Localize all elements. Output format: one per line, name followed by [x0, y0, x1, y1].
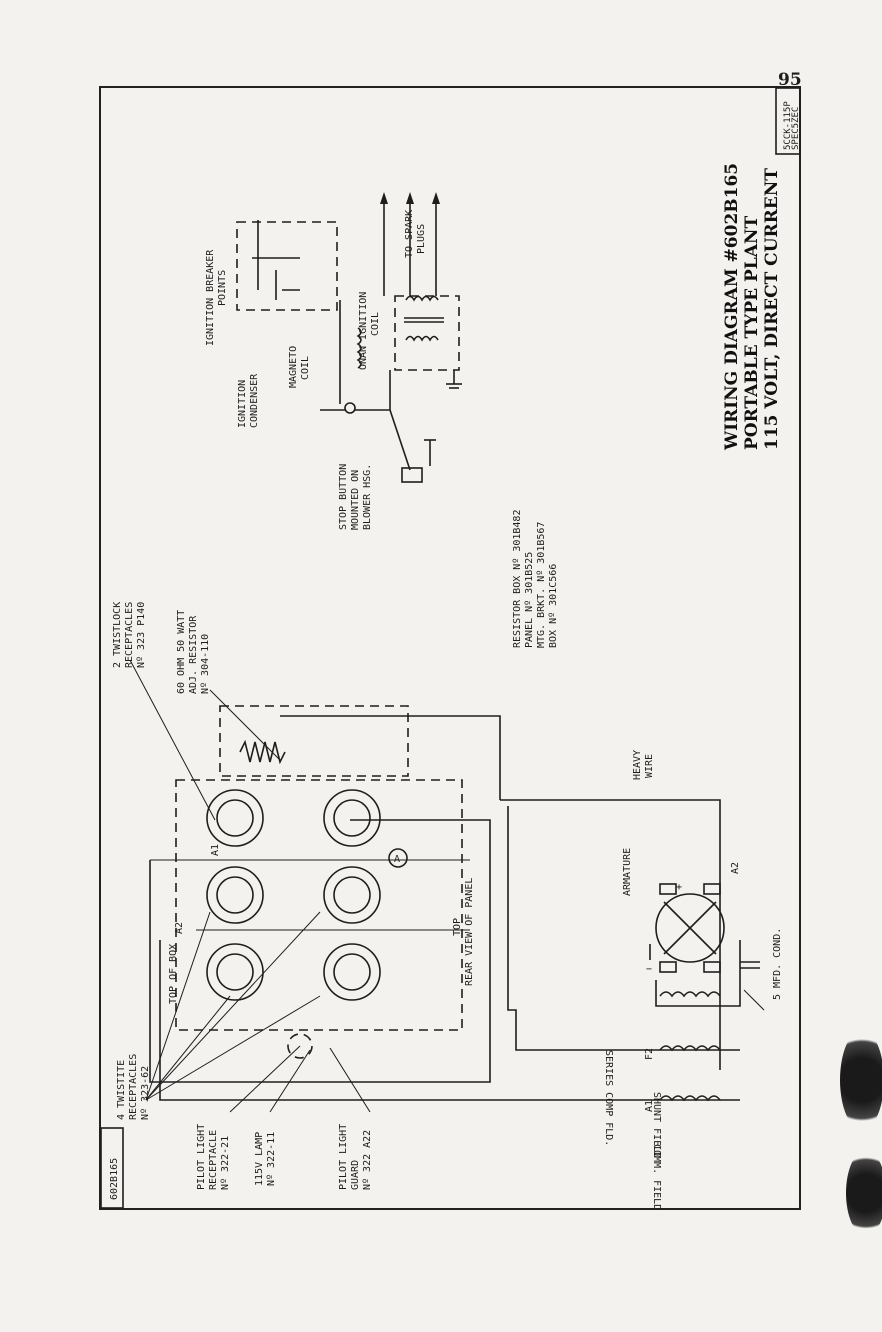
heavy-wire-label: HEAVY [632, 750, 643, 780]
receptacle-panel: A [149, 705, 740, 1101]
svg-text:5CCK-115P: 5CCK-115P [783, 101, 793, 150]
ignition-circuit [236, 192, 462, 483]
comm-field-label: COMM. FIELD [651, 1144, 662, 1210]
svg-text:PANEL Nº 301B525: PANEL Nº 301B525 [524, 552, 535, 648]
spark-plugs-label: TO SPARK [404, 210, 415, 258]
drawing-number-box: 602B165 [100, 1127, 124, 1209]
generator: + − A2 [646, 862, 765, 1102]
svg-text:RECEPTACLES: RECEPTACLES [128, 1054, 139, 1120]
lamp-label: 115V LAMP [254, 1132, 265, 1186]
onan-coil-label: ONAN IGNITION [358, 292, 369, 370]
ink-blot [840, 1030, 882, 1130]
top-label: TOP [452, 918, 463, 936]
pilot-guard-label: PILOT LIGHT [338, 1124, 349, 1190]
resistor-box-label: RESISTOR BOX Nº 301B482 [512, 510, 523, 648]
ignition-condenser-label: IGNITION [237, 380, 248, 428]
armature-label: ARMATURE [622, 848, 633, 896]
parts-list: RESISTOR BOX Nº 301B482 PANEL Nº 301B525… [512, 510, 559, 648]
title-line-2: PORTABLE TYPE PLANT [742, 216, 762, 450]
pilot-light-receptacle [287, 1033, 313, 1059]
stop-button-label: STOP BUTTON [338, 464, 349, 530]
svg-text:RECEPTACLES: RECEPTACLES [124, 602, 135, 668]
twistite-receptacle-2 [323, 866, 381, 924]
title-line-1: WIRING DIAGRAM #602B165 [722, 163, 742, 451]
svg-text:A2: A2 [174, 922, 185, 934]
diagram-frame [99, 86, 801, 1210]
shunt-field-label: SHUNT FIELD [651, 1092, 662, 1158]
svg-text:COIL: COIL [300, 356, 311, 380]
series-field-label: SERIES COMP FLD. [603, 1050, 614, 1146]
magneto-coil-label: MAGNETO [288, 346, 299, 388]
svg-text:−: − [646, 964, 652, 975]
svg-text:Nº 323-62: Nº 323-62 [140, 1066, 151, 1120]
svg-text:CONDENSER: CONDENSER [249, 373, 260, 428]
ink-blot [846, 1150, 882, 1236]
twistlock-2-label: 2 TWISTLOCK [112, 602, 123, 668]
armature-symbol [655, 893, 725, 963]
top-of-box-label: TOP OF BOX [168, 944, 179, 1004]
page-number: 95 [778, 70, 802, 90]
svg-text:COIL: COIL [370, 312, 381, 336]
svg-text:POINTS: POINTS [217, 270, 228, 306]
svg-text:Nº 323 P140: Nº 323 P140 [136, 602, 147, 668]
pilot-labels: PILOT LIGHT RECEPTACLE Nº 322-21 115V LA… [196, 1124, 373, 1190]
svg-text:RECEPTACLE: RECEPTACLE [208, 1130, 219, 1190]
panel-callouts [129, 659, 371, 1113]
rear-view-label: REAR VIEW OF PANEL [464, 878, 475, 986]
twistite-receptacle-4 [323, 943, 381, 1001]
adj-resistor-label: 60 OHM 50 WATT [176, 610, 187, 694]
twistlock-receptacle-2 [323, 789, 381, 847]
svg-text:ADJ. RESISTOR: ADJ. RESISTOR [188, 615, 199, 694]
circle-a-marker [388, 848, 408, 868]
svg-text:A1: A1 [644, 1100, 655, 1112]
pilot-receptacle-label: PILOT LIGHT [196, 1124, 207, 1190]
condenser-label: 5 MFD. COND. [772, 928, 783, 1000]
title-line-3: 115 VOLT, DIRECT CURRENT [762, 168, 782, 450]
svg-text:Nº 304-110: Nº 304-110 [200, 634, 211, 694]
svg-text:BLOWER HSG.: BLOWER HSG. [362, 464, 373, 530]
svg-text:MOUNTED ON: MOUNTED ON [350, 470, 361, 530]
svg-text:GUARD: GUARD [350, 1160, 361, 1190]
twistite-receptacle-1 [206, 866, 264, 924]
svg-text:PLUGS: PLUGS [416, 224, 427, 254]
ignition-breaker-label: IGNITION BREAKER [205, 249, 216, 346]
svg-text:MTG. BRKT. Nº 301B567: MTG. BRKT. Nº 301B567 [536, 522, 547, 648]
svg-text:F2: F2 [644, 1048, 655, 1060]
svg-text:Nº 322 A22: Nº 322 A22 [362, 1130, 373, 1190]
svg-text:602B165: 602B165 [109, 1158, 120, 1200]
twistite-4-label: 4 TWISTITE [116, 1060, 127, 1120]
svg-text:WIRE: WIRE [644, 754, 655, 778]
svg-text:A2: A2 [730, 862, 741, 874]
svg-text:A1: A1 [210, 844, 221, 856]
svg-text:Nº 322-21: Nº 322-21 [220, 1136, 231, 1190]
twistite-receptacle-3 [206, 943, 264, 1001]
svg-text:BOX Nº 301C566: BOX Nº 301C566 [548, 564, 559, 648]
diagram-title: WIRING DIAGRAM #602B165 PORTABLE TYPE PL… [722, 163, 782, 451]
spec-box: 5CCK-115P SPEC5ZEC [775, 87, 801, 155]
svg-text:Nº 322-11: Nº 322-11 [266, 1132, 277, 1186]
svg-text:SPEC5ZEC: SPEC5ZEC [791, 107, 801, 150]
svg-text:+: + [676, 882, 682, 893]
twistlock-receptacle-1 [206, 789, 264, 847]
